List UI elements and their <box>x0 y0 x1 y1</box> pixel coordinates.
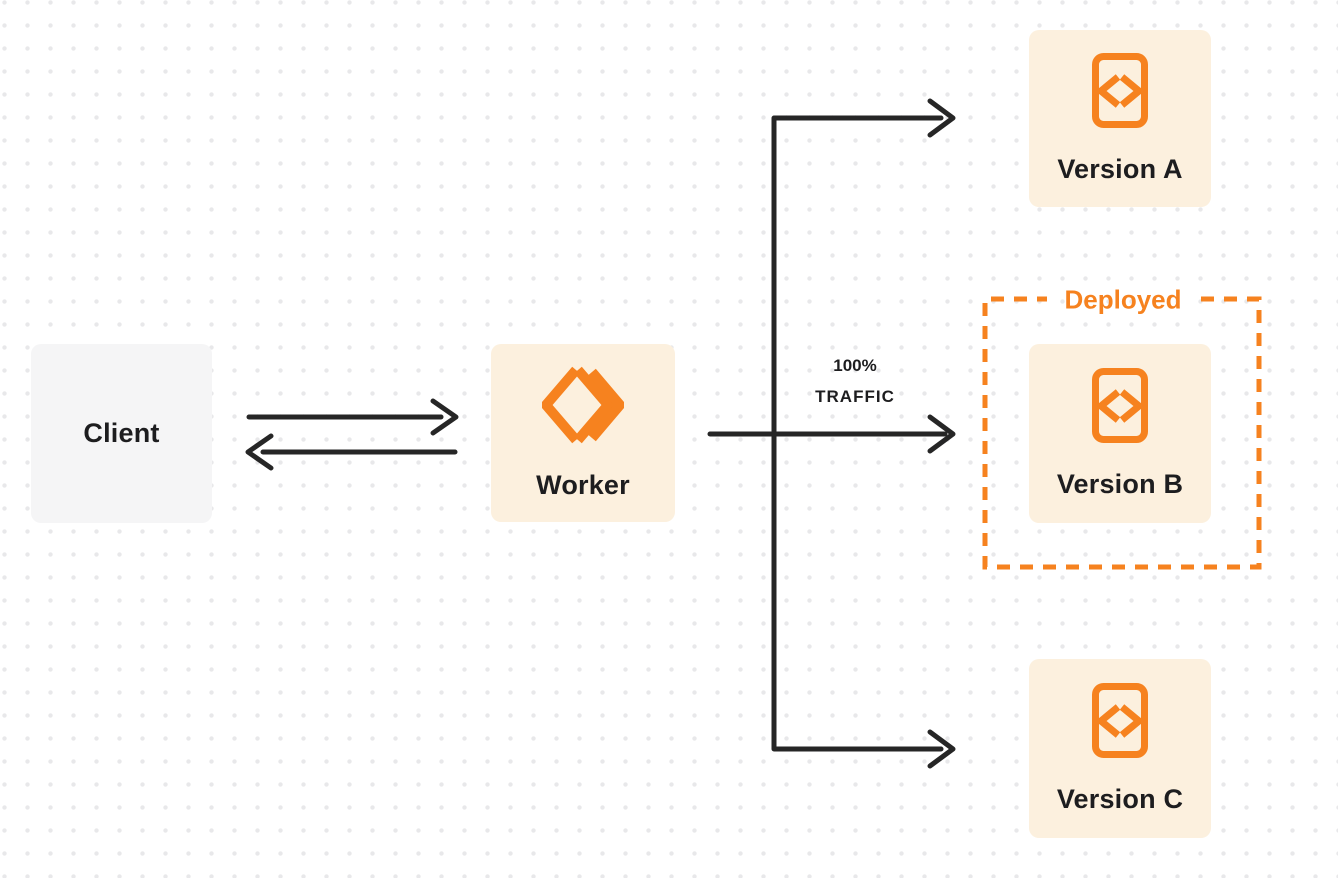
node-version-c: Version C <box>1029 659 1211 838</box>
workers-logo-icon <box>542 366 624 446</box>
arrowhead-version-c-icon <box>927 729 956 769</box>
version-c-label: Version C <box>1056 783 1184 814</box>
arrowhead-version-a-icon <box>927 98 956 138</box>
deployed-label: Deployed <box>1064 284 1182 315</box>
traffic-word: TRAFFIC <box>815 387 895 406</box>
node-client: Client <box>31 344 212 523</box>
worker-to-version-b-arrow <box>707 414 956 454</box>
arrowhead-version-b-icon <box>927 414 956 454</box>
version-b-label: Version B <box>1056 468 1184 499</box>
node-version-b: Version B <box>1029 344 1211 523</box>
worker-to-client-arrow <box>245 433 458 471</box>
code-icon <box>1092 367 1148 443</box>
traffic-annotation: 100% TRAFFIC <box>815 350 895 412</box>
version-a-label: Version A <box>1057 153 1183 184</box>
traffic-percent: 100% <box>833 356 877 375</box>
arrowhead-right-icon <box>430 398 459 436</box>
client-to-worker-arrow <box>246 398 459 436</box>
worker-label: Worker <box>536 469 630 500</box>
code-icon <box>1092 52 1148 128</box>
node-worker: Worker <box>491 344 675 522</box>
arrowhead-left-icon <box>245 433 274 471</box>
code-icon <box>1092 682 1148 758</box>
branch-trunk <box>771 98 956 769</box>
client-label: Client <box>83 418 160 448</box>
node-version-a: Version A <box>1029 30 1211 207</box>
